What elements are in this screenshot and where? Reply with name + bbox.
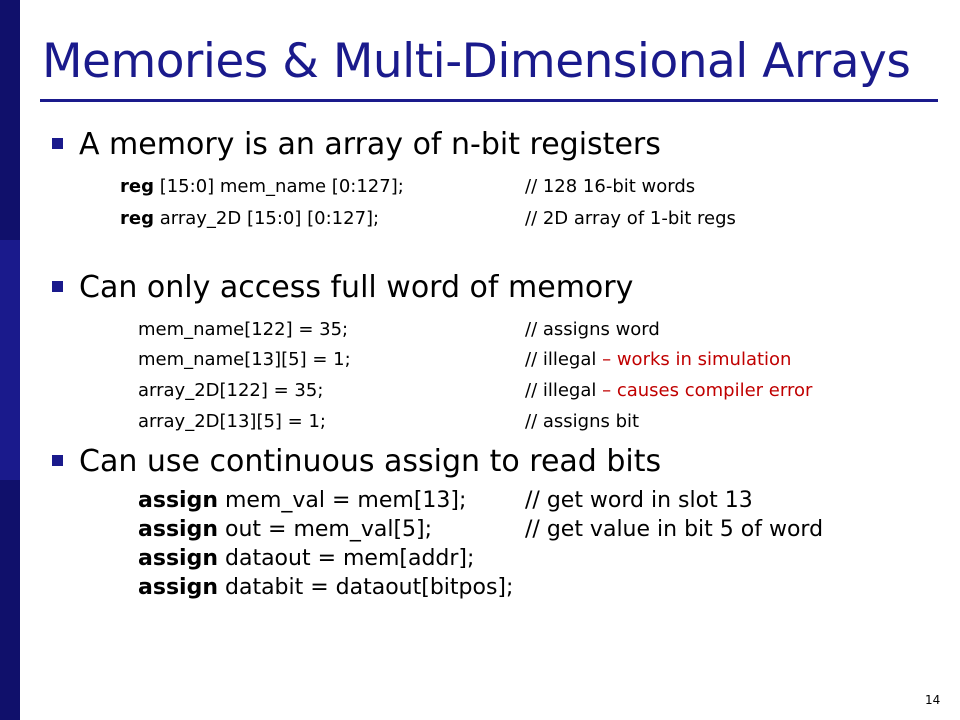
code-warning-note: – works in simulation bbox=[596, 349, 792, 370]
sidebar-segment bbox=[0, 240, 20, 480]
code-text: mem_name[13][5] = 1; bbox=[138, 349, 351, 370]
code-comment: // illegal bbox=[525, 380, 597, 401]
code-text: out = mem_val[5]; bbox=[218, 517, 433, 542]
sidebar-segment bbox=[0, 480, 20, 720]
code-text: mem_name[122] = 35; bbox=[138, 319, 349, 340]
bullet-square-icon bbox=[52, 455, 63, 466]
page-number: 14 bbox=[925, 693, 941, 707]
code-keyword: reg bbox=[120, 176, 154, 197]
code-comment: // illegal bbox=[525, 349, 597, 370]
code-comment: // assigns bit bbox=[525, 411, 640, 432]
title-underline bbox=[40, 99, 938, 102]
code-keyword: assign bbox=[138, 517, 218, 542]
bullet-square-icon bbox=[52, 281, 63, 292]
bullet-text: Can use continuous assign to read bits bbox=[79, 444, 662, 479]
code-text: [15:0] mem_name [0:127]; bbox=[153, 176, 404, 197]
code-keyword: reg bbox=[120, 208, 154, 229]
code-comment: // get value in bit 5 of word bbox=[525, 517, 824, 542]
code-comment: // 2D array of 1-bit regs bbox=[525, 208, 736, 229]
code-text: databit = dataout[bitpos]; bbox=[218, 575, 514, 600]
code-text: dataout = mem[addr]; bbox=[218, 546, 475, 571]
code-text: array_2D[122] = 35; bbox=[138, 380, 324, 401]
slide-title: Memories & Multi-Dimensional Arrays bbox=[42, 34, 911, 89]
code-keyword: assign bbox=[138, 488, 218, 513]
slide-sidebar-bar bbox=[0, 0, 20, 720]
bullet-text: A memory is an array of n-bit registers bbox=[79, 127, 661, 162]
code-warning-note: – causes compiler error bbox=[596, 380, 813, 401]
sidebar-segment bbox=[0, 0, 20, 240]
code-text: array_2D [15:0] [0:127]; bbox=[153, 208, 380, 229]
bullet-square-icon bbox=[52, 138, 63, 149]
code-comment: // get word in slot 13 bbox=[525, 488, 753, 513]
code-text: array_2D[13][5] = 1; bbox=[138, 411, 326, 432]
code-comment: // 128 16-bit words bbox=[525, 176, 696, 197]
code-keyword: assign bbox=[138, 575, 218, 600]
code-text: mem_val = mem[13]; bbox=[218, 488, 467, 513]
code-comment: // assigns word bbox=[525, 319, 660, 340]
code-keyword: assign bbox=[138, 546, 218, 571]
bullet-text: Can only access full word of memory bbox=[79, 270, 634, 305]
